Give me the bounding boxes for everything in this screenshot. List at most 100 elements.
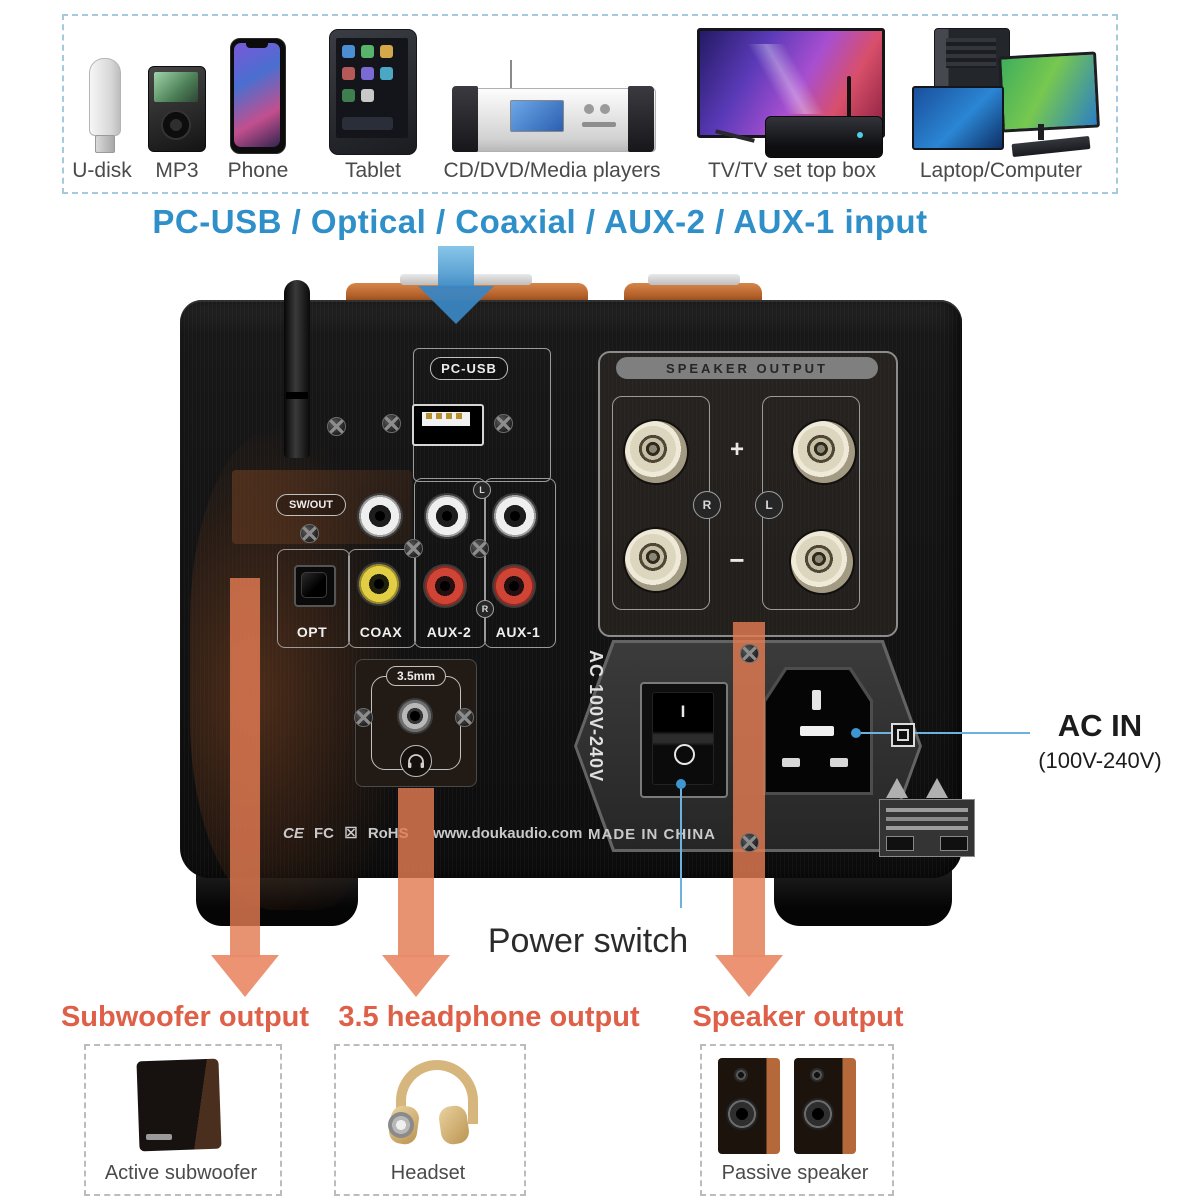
usb-port-contacts [426,413,466,419]
ac-module-screw-top [740,644,759,663]
pc-laptop-screen [912,86,1004,150]
warning-triangle-1 [886,778,908,798]
cd-side-right [628,86,654,152]
computer-image [908,22,1100,158]
aux2-label: AUX-2 [426,624,472,640]
ac-inlet-pin-center [800,726,834,736]
ce-mark: CE [283,825,304,842]
tablet-label: Tablet [344,159,402,182]
aux-screw-1 [404,539,423,558]
ac-in-subtitle: (100V-240V) [1038,748,1162,773]
headphone-icon [400,745,432,777]
ac-inlet-pin-earth [812,690,821,710]
made-in-text: MADE IN CHINA [588,826,716,843]
phone-screen [234,43,280,147]
pc-monitor [998,51,1100,133]
cd-knob [584,104,594,114]
sw-screw [300,524,319,543]
settop-box [765,116,883,158]
cd-player-label: CD/DVD/Media players [443,159,661,182]
speaker-output-label: Speaker output [692,1001,904,1033]
speaker-output-plate-label: SPEAKER OUTPUT [616,357,878,379]
ac-rating-vertical: AC 100V-240V [586,650,606,783]
mp3-image [148,66,206,152]
headphone-arrow-head [382,955,450,997]
class-ii-inner-square [897,729,909,741]
headset-driver-ring [388,1112,414,1138]
warning-sticker [879,799,975,857]
website-text: www.doukaudio.com [432,825,583,842]
mp3-label: MP3 [155,159,199,182]
aux2-left-jack [424,493,470,539]
subwoofer-image [136,1058,228,1152]
udisk-image [86,55,122,155]
subwoofer-rca-jack [357,493,403,539]
coax-label: COAX [359,624,403,640]
warning-line-2 [886,817,968,821]
mp3-clickwheel [159,108,193,142]
computer-label: Laptop/Computer [919,159,1083,182]
passive-speaker-image [716,1056,874,1156]
usb-screw-right [494,414,513,433]
power-switch-label: Power switch [487,922,689,960]
power-switch-callout-line [680,784,682,908]
binding-post-r-minus [625,529,687,591]
subwoofer-badge [146,1134,172,1140]
subwoofer-box-label: Active subwoofer [104,1161,258,1184]
right-channel-marker: R [476,600,494,618]
power-switch-callout-dot [676,779,686,789]
sw-out-label: SW/OUT [276,494,346,516]
cd-display [510,100,564,132]
headphone-screw-left [354,708,373,727]
tv-settop-label: TV/TV set top box [707,159,877,182]
usb-screw-left [382,414,401,433]
settop-led [857,132,863,138]
subwoofer-arrow-shaft [230,578,260,957]
speaker2-woofer [802,1098,834,1130]
headphone-jack-label: 3.5mm [386,666,446,686]
warning-triangle-2 [926,778,948,798]
ac-inlet-pin-left [782,758,800,767]
cd-player-image [452,60,656,154]
antenna-mount-screw [327,417,346,436]
cd-slot [582,122,616,127]
udisk-connector [95,135,115,153]
speaker-arrow-head [715,955,783,997]
binding-post-l-plus [793,421,855,483]
input-arrow-head [418,286,494,324]
aux1-label: AUX-1 [495,624,541,640]
ac-inlet-pin-right [830,758,848,767]
cd-side-left [452,86,478,152]
subwoofer-output-label: Subwoofer output [60,1001,310,1033]
optical-port-inner [301,572,327,598]
headphone-output-label: 3.5 headphone output [338,1001,640,1033]
headphone-jack [397,698,433,734]
transformer-cap-right [648,274,740,285]
udisk-body [89,58,121,136]
aux2-column-box [414,478,486,648]
speaker-minus-marker: − [729,544,745,575]
switch-off-marker [674,744,695,765]
ac-module-screw-bottom [740,833,759,852]
source-devices-strip [62,14,1118,194]
opt-box [277,549,350,648]
wifi-antenna [284,280,310,458]
aux1-right-jack [492,564,536,608]
phone-image [230,38,286,154]
settop-antenna [847,76,851,122]
input-arrow-shaft [438,246,474,288]
tablet-image [329,29,417,155]
phone-notch [246,43,268,48]
warning-line-3 [886,826,968,830]
speaker-left-marker: L [755,491,783,519]
fcc-mark: FC [314,825,335,842]
power-switch-rocker[interactable] [652,692,714,785]
speaker1-tweeter [734,1068,748,1082]
aux1-left-jack [492,493,538,539]
aux1-column-box [484,478,556,648]
pc-monitor-stand [1038,124,1044,140]
headset-band [396,1060,478,1124]
subwoofer-arrow-head [211,955,279,997]
coax-box [348,549,416,648]
